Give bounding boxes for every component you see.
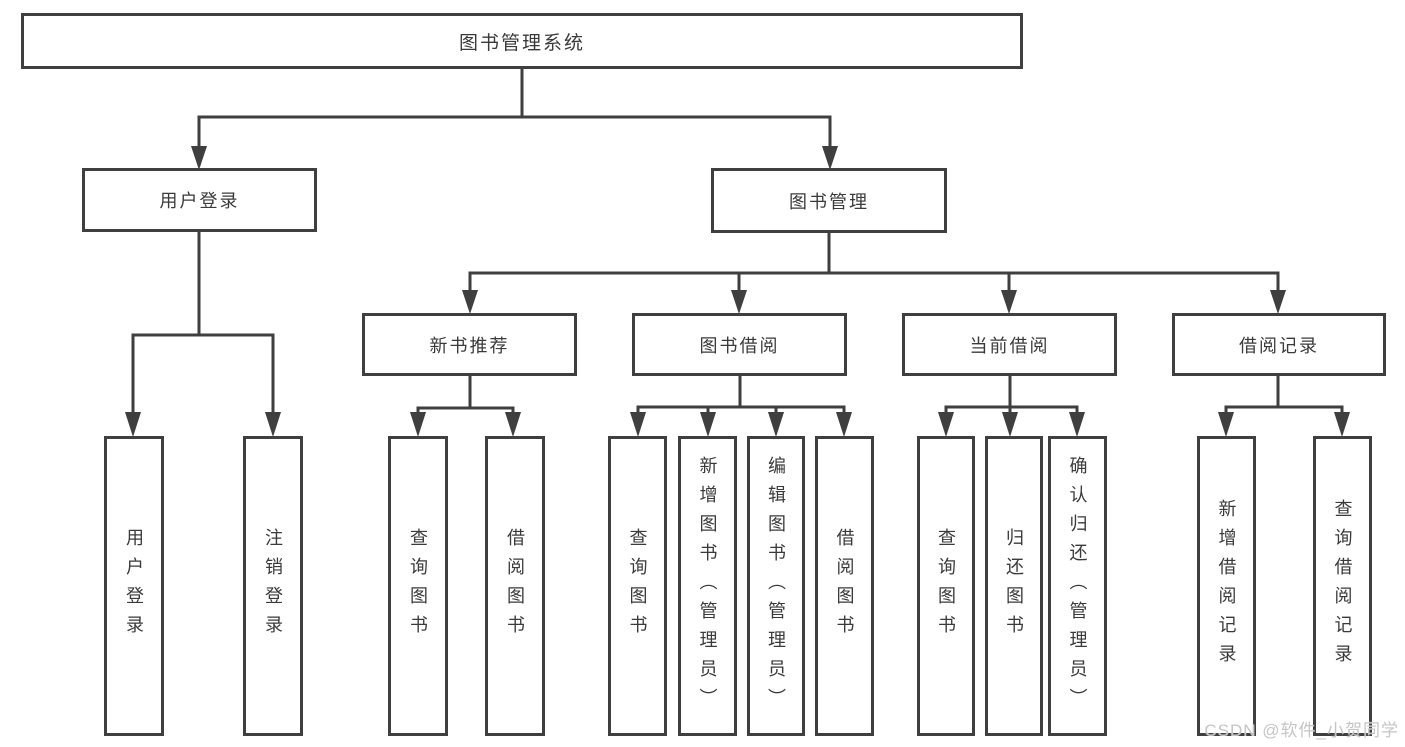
leaf-current-return-book: 归还图书 xyxy=(985,436,1043,736)
node-user-login: 用户登录 xyxy=(82,168,317,232)
leaf-current-query-book: 查询图书 xyxy=(917,436,975,736)
leaf-recommend-query-book: 查询图书 xyxy=(388,436,448,736)
leaf-borrow-query-book-label: 查询图书 xyxy=(627,528,648,644)
node-borrow-records-label: 借阅记录 xyxy=(1239,335,1319,356)
leaf-current-confirm-return-admin: 确认归还（管理员） xyxy=(1048,436,1107,736)
leaf-borrow-borrow-book-label: 借阅图书 xyxy=(834,528,855,644)
node-new-book-recommend-label: 新书推荐 xyxy=(429,335,510,356)
leaf-records-query-record: 查询借阅记录 xyxy=(1313,436,1372,736)
leaf-recommend-borrow-book: 借阅图书 xyxy=(485,436,545,736)
node-new-book-recommend: 新书推荐 xyxy=(362,313,577,376)
node-book-borrow: 图书借阅 xyxy=(632,313,847,376)
leaf-records-add-record: 新增借阅记录 xyxy=(1197,436,1256,736)
leaf-records-add-record-label: 新增借阅记录 xyxy=(1216,499,1237,673)
node-root-system: 图书管理系统 xyxy=(21,13,1023,69)
node-current-borrow: 当前借阅 xyxy=(902,313,1117,376)
leaf-current-return-book-label: 归还图书 xyxy=(1004,528,1024,644)
leaf-borrow-add-book-admin: 新增图书（管理员） xyxy=(678,436,737,736)
leaf-borrow-edit-book-admin: 编辑图书（管理员） xyxy=(747,436,805,736)
leaf-logout-label: 注销登录 xyxy=(263,528,283,644)
node-current-borrow-label: 当前借阅 xyxy=(969,335,1050,356)
leaf-borrow-edit-book-admin-label: 编辑图书（管理员） xyxy=(766,455,786,717)
leaf-logout: 注销登录 xyxy=(243,436,303,736)
leaf-recommend-query-book-label: 查询图书 xyxy=(408,528,428,644)
leaf-current-confirm-return-admin-label: 确认归还（管理员） xyxy=(1067,455,1088,717)
leaf-records-query-record-label: 查询借阅记录 xyxy=(1332,499,1353,673)
leaf-user-login-label: 用户登录 xyxy=(124,528,144,644)
node-book-management: 图书管理 xyxy=(711,168,947,233)
node-borrow-records: 借阅记录 xyxy=(1172,313,1386,376)
leaf-user-login: 用户登录 xyxy=(104,436,164,736)
node-book-borrow-label: 图书借阅 xyxy=(699,335,780,356)
leaf-borrow-borrow-book: 借阅图书 xyxy=(815,436,874,736)
leaf-borrow-add-book-admin-label: 新增图书（管理员） xyxy=(697,455,718,717)
csdn-watermark: CSDN @软件_小贺同学 xyxy=(1204,721,1399,740)
node-book-management-label: 图书管理 xyxy=(789,191,869,212)
leaf-recommend-borrow-book-label: 借阅图书 xyxy=(505,528,525,644)
leaf-borrow-query-book: 查询图书 xyxy=(608,436,667,736)
node-root-system-label: 图书管理系统 xyxy=(458,32,585,54)
leaf-current-query-book-label: 查询图书 xyxy=(936,528,956,644)
node-user-login-label: 用户登录 xyxy=(159,191,240,211)
